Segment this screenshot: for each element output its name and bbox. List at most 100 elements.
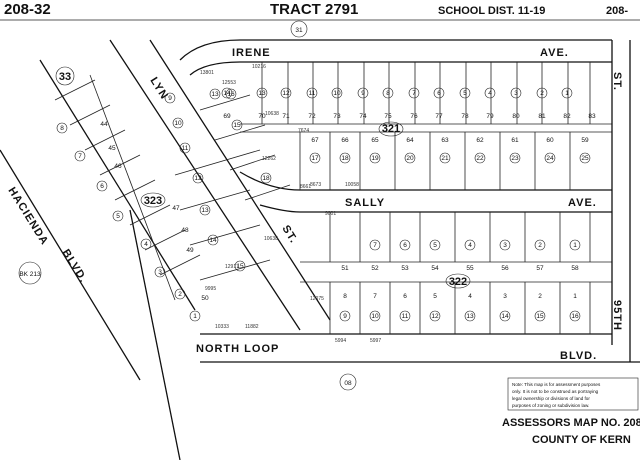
block-323-marker: 323 <box>140 192 166 208</box>
lot-number: 18 <box>341 155 349 162</box>
lot-number: 2 <box>540 90 544 97</box>
lot-circle <box>74 150 86 162</box>
block-322-marker: 322 <box>445 273 471 289</box>
lyn-st-edge-west <box>109 39 301 331</box>
lot-number: 10 <box>333 90 341 97</box>
lot-circle <box>331 87 343 99</box>
lot-number: 10 <box>174 120 182 127</box>
lot-number: 46 <box>114 163 122 170</box>
lot-number: 22 <box>476 155 484 162</box>
lot-number: 3 <box>158 269 162 276</box>
lot-number: 5 <box>116 213 120 220</box>
lot-number: 55 <box>466 265 474 272</box>
bk-213-marker: BK 213 <box>18 261 42 285</box>
lot-number: 11 <box>182 145 189 152</box>
lot-number: 24 <box>546 155 554 162</box>
lot-circle <box>192 172 204 184</box>
lot-number: 62 <box>476 137 484 144</box>
diag-block-lot-lines <box>54 74 201 301</box>
lot-circle <box>174 288 186 300</box>
lot-number: 54 <box>431 265 439 272</box>
lot-number: 5 <box>433 242 437 249</box>
lyn-st-edge-east <box>149 39 331 321</box>
lot-area: 10216 <box>252 64 266 70</box>
lot-number: 10 <box>371 313 379 320</box>
tract-title: TRACT 2791 <box>270 1 358 18</box>
lot-area: 5994 <box>335 338 346 344</box>
lot-area: 12917 <box>225 264 239 270</box>
lot-circle <box>408 87 420 99</box>
lot-circle <box>369 152 381 164</box>
lot-circle <box>569 239 581 251</box>
lot-number: 4 <box>468 293 472 300</box>
block-321-marker: 321 <box>378 121 404 137</box>
lot-number: 6 <box>437 90 441 97</box>
lot-number: 66 <box>341 137 349 144</box>
lot-circle <box>439 152 451 164</box>
lot-circle <box>256 87 268 99</box>
lot-circle <box>357 87 369 99</box>
lot-number: 1 <box>565 90 569 97</box>
lot-circle <box>464 239 476 251</box>
lot-circle <box>306 87 318 99</box>
note-line-1: Note: This map is for assessment purpose… <box>512 382 601 387</box>
lot-number: 15 <box>236 263 244 270</box>
lot-circle <box>209 88 221 100</box>
lot-area: 10058 <box>345 182 359 188</box>
lot-circle <box>207 234 219 246</box>
street-north-loop-blvd: BLVD. <box>560 350 597 362</box>
svg-text:323: 323 <box>144 195 162 207</box>
lot-number: 18 <box>262 175 270 182</box>
irene-ave-north-edge <box>179 39 612 61</box>
lot-number: 21 <box>441 155 449 162</box>
lot-number: 78 <box>461 113 469 120</box>
lyn-east-lot-lines <box>174 94 291 281</box>
lot-circle <box>484 87 496 99</box>
lot-circle <box>579 152 591 164</box>
lot-number: 3 <box>503 293 507 300</box>
lot-circle <box>510 87 522 99</box>
row2-lot-lines <box>299 132 571 190</box>
lot-number: 20 <box>406 155 414 162</box>
lot-area: 12553 <box>222 80 236 86</box>
lot-area: 10333 <box>215 324 229 330</box>
lot-number: 7 <box>373 293 377 300</box>
lot-area: 9001 <box>325 211 336 217</box>
lot-circle <box>199 204 211 216</box>
lot-circle <box>399 310 411 322</box>
lot-number: 72 <box>308 113 316 120</box>
street-north-loop: NORTH LOOP <box>196 343 279 355</box>
note-line-4: purposes of zoning or subdivision law. <box>512 403 589 408</box>
lot-area: 10638 <box>264 236 278 242</box>
lot-number: 11 <box>402 313 409 320</box>
lot-circle <box>234 260 246 272</box>
lot-number: 12 <box>431 313 439 320</box>
block-33-marker: 33 <box>55 66 75 86</box>
lot-number: 65 <box>371 137 379 144</box>
lot-number: 14 <box>209 237 217 244</box>
lot-number: 69 <box>223 113 231 120</box>
lot-number: 12 <box>194 175 202 182</box>
lot-number: 53 <box>401 265 409 272</box>
lot-number: 13 <box>211 91 219 98</box>
lot-circle <box>399 239 411 251</box>
note-line-2: only. It is not to be construed as portr… <box>512 389 599 394</box>
lot-number: 63 <box>441 137 449 144</box>
lot-circle <box>459 87 471 99</box>
lot-number: 7 <box>412 90 416 97</box>
lot-circle <box>140 238 152 250</box>
hacienda-blvd-edge-west <box>0 149 141 381</box>
lot-circle <box>534 239 546 251</box>
lot-number: 76 <box>410 113 418 120</box>
street-sally: SALLY <box>345 197 385 209</box>
lot-number: 3 <box>514 90 518 97</box>
lot-circle <box>499 310 511 322</box>
street-lyn-st: ST. <box>279 223 299 245</box>
